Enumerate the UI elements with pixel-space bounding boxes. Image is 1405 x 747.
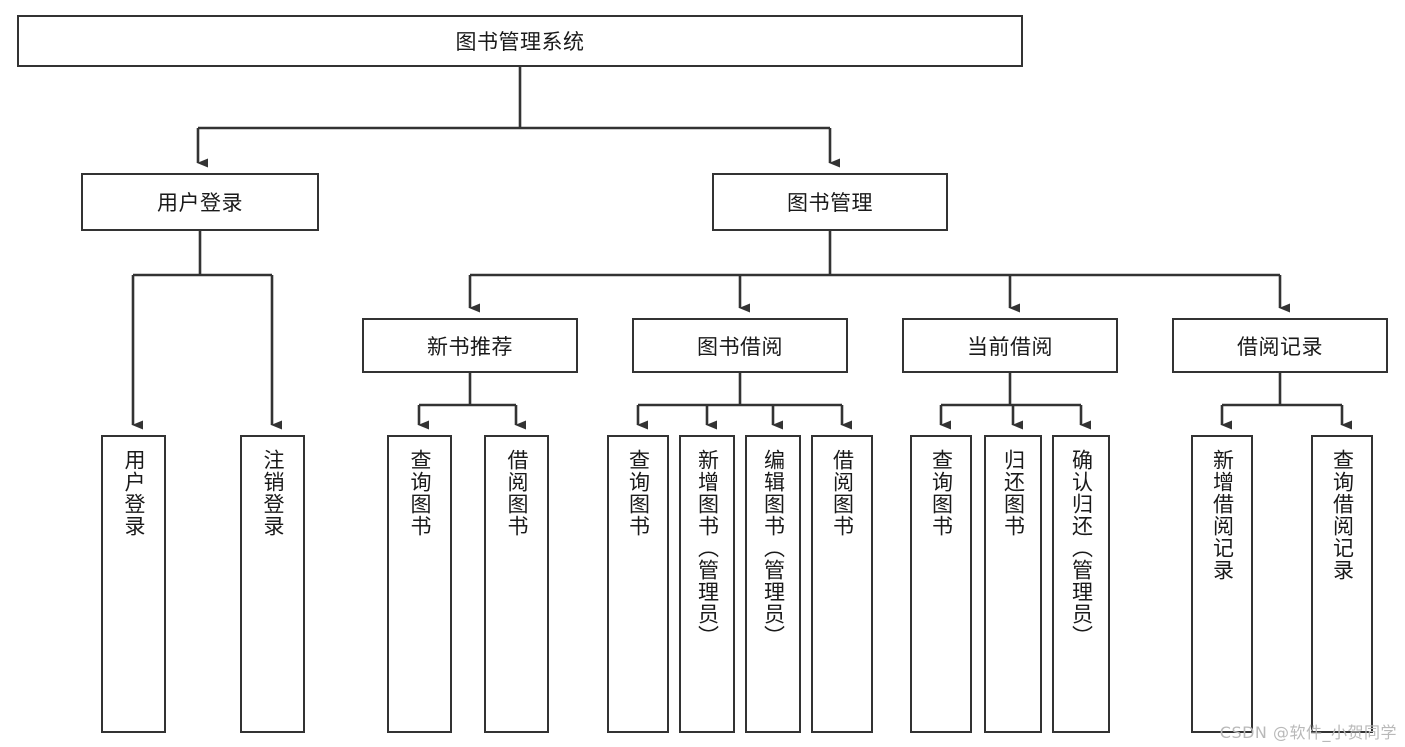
node-leaf-query-borrow-record[interactable]: 查询借阅记录 <box>1311 435 1373 733</box>
node-leaf-logout-login-label: 注销登录 <box>260 449 285 537</box>
node-root[interactable]: 图书管理系统 <box>17 15 1023 67</box>
node-leaf-user-login-label: 用户登录 <box>121 449 146 537</box>
node-leaf-query-book-3-label: 查询图书 <box>929 449 954 537</box>
node-leaf-edit-book-admin[interactable]: 编辑图书（管理员） <box>745 435 801 733</box>
node-current-borrow[interactable]: 当前借阅 <box>902 318 1118 373</box>
node-borrow-record-label: 借阅记录 <box>1237 334 1323 359</box>
node-leaf-query-borrow-record-label: 查询借阅记录 <box>1330 449 1355 581</box>
node-leaf-user-login[interactable]: 用户登录 <box>101 435 166 733</box>
node-leaf-borrow-book-2[interactable]: 借阅图书 <box>811 435 873 733</box>
node-leaf-query-book-3[interactable]: 查询图书 <box>910 435 972 733</box>
node-borrow-record[interactable]: 借阅记录 <box>1172 318 1388 373</box>
node-leaf-add-borrow-record-label: 新增借阅记录 <box>1210 449 1235 581</box>
node-leaf-query-book-1-label: 查询图书 <box>407 449 432 537</box>
node-leaf-query-book-2[interactable]: 查询图书 <box>607 435 669 733</box>
node-book-manage[interactable]: 图书管理 <box>712 173 948 231</box>
node-new-book-recommend[interactable]: 新书推荐 <box>362 318 578 373</box>
node-user-login-label: 用户登录 <box>157 191 243 215</box>
node-leaf-add-book-admin-label: 新增图书（管理员） <box>695 449 720 647</box>
node-leaf-query-book-2-label: 查询图书 <box>626 449 651 537</box>
node-book-borrow[interactable]: 图书借阅 <box>632 318 848 373</box>
node-leaf-confirm-return-admin[interactable]: 确认归还（管理员） <box>1052 435 1110 733</box>
node-leaf-borrow-book-2-label: 借阅图书 <box>830 449 855 537</box>
node-leaf-borrow-book-1-label: 借阅图书 <box>504 449 529 537</box>
node-new-book-recommend-label: 新书推荐 <box>427 334 513 359</box>
node-leaf-edit-book-admin-label: 编辑图书（管理员） <box>761 449 786 647</box>
node-current-borrow-label: 当前借阅 <box>967 334 1053 359</box>
node-leaf-return-book-label: 归还图书 <box>1001 449 1026 537</box>
node-leaf-return-book[interactable]: 归还图书 <box>984 435 1042 733</box>
node-root-label: 图书管理系统 <box>455 30 585 54</box>
node-book-borrow-label: 图书借阅 <box>697 334 783 359</box>
node-leaf-add-borrow-record[interactable]: 新增借阅记录 <box>1191 435 1253 733</box>
node-leaf-add-book-admin[interactable]: 新增图书（管理员） <box>679 435 735 733</box>
watermark-text: CSDN @软件_小贺同学 <box>1219 723 1397 742</box>
node-leaf-confirm-return-admin-label: 确认归还（管理员） <box>1069 449 1094 647</box>
node-leaf-query-book-1[interactable]: 查询图书 <box>387 435 452 733</box>
node-leaf-logout-login[interactable]: 注销登录 <box>240 435 305 733</box>
node-book-manage-label: 图书管理 <box>787 191 873 215</box>
node-leaf-borrow-book-1[interactable]: 借阅图书 <box>484 435 549 733</box>
node-user-login[interactable]: 用户登录 <box>81 173 319 231</box>
